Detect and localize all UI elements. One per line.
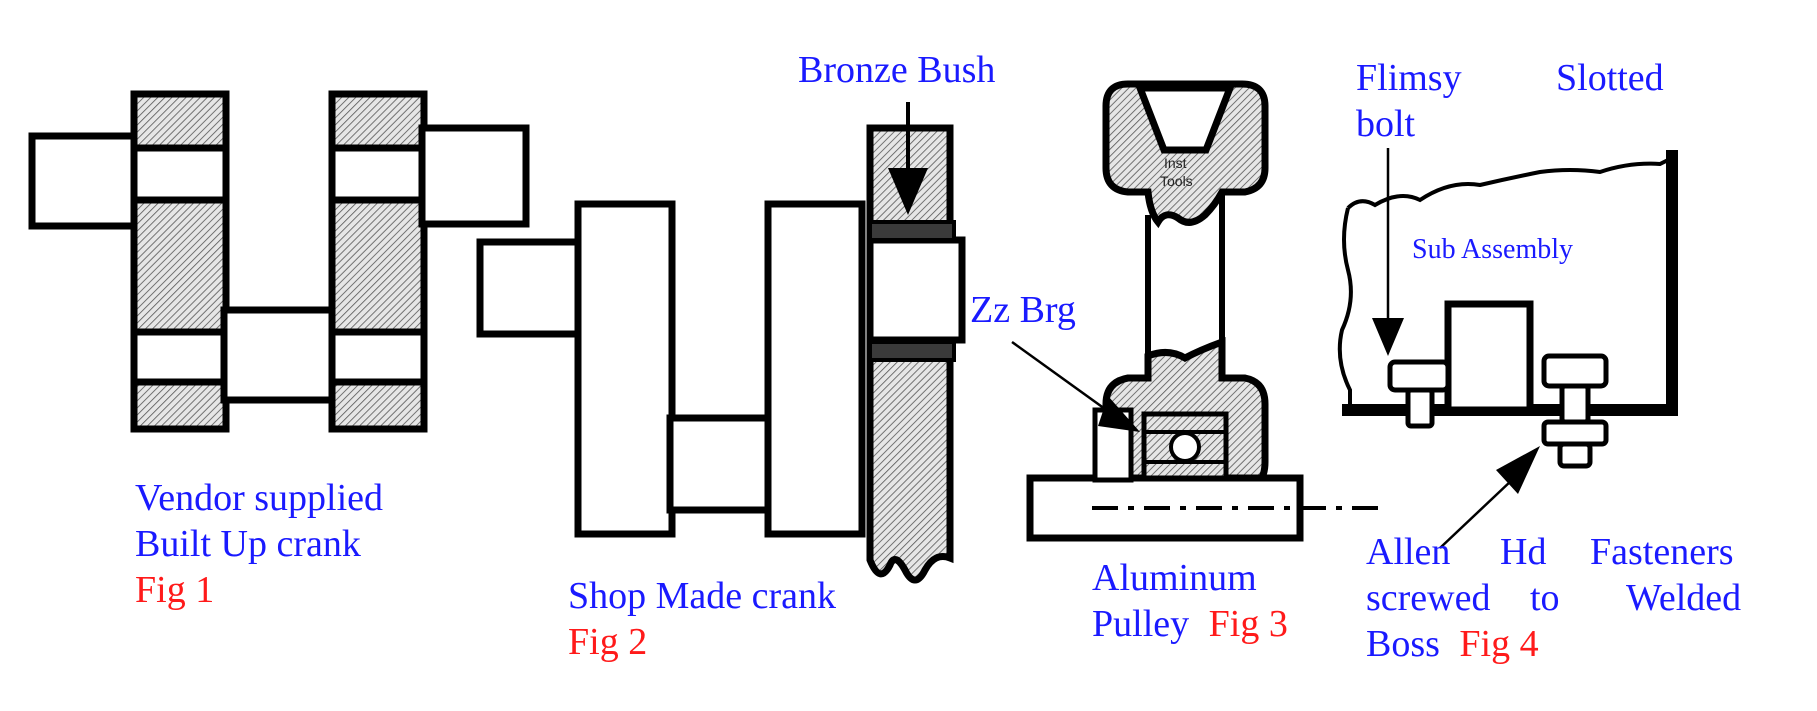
fig4-caption-line1-a: Allen <box>1366 531 1450 573</box>
fig4-fig-label: Fig 4 <box>1459 623 1538 665</box>
fig2-bush-arrowhead <box>888 168 928 215</box>
fig2-caption: Shop Made crank <box>568 575 836 617</box>
fig4-sub-assembly-outline <box>1346 156 1673 210</box>
fig4-allen-fastener-nut <box>1541 419 1609 447</box>
fig2-bronze-bush-top <box>868 220 956 242</box>
fig1-left-web-slot-bottom <box>130 328 230 386</box>
fig3-fig-label: Fig 3 <box>1209 603 1288 645</box>
fig4-caption-boss: Boss <box>1366 623 1440 665</box>
fig2-left-web <box>574 200 676 538</box>
fig1-left-web-slot-top <box>130 144 230 204</box>
fig3-bearing-leader <box>1011 340 1113 416</box>
fig1-right-web-slot-bottom <box>328 328 428 386</box>
fig2-shop-made-crank <box>476 124 966 584</box>
fig4-caption-line2-a: screwed <box>1366 577 1490 619</box>
fig3-caption-pulley: Pulley <box>1092 603 1189 645</box>
fig3-bearing-ball <box>1169 431 1201 463</box>
fig3-pulley <box>1026 80 1304 542</box>
fig2-bronze-bush-bottom <box>868 340 956 362</box>
fig3-v-groove <box>1134 84 1236 154</box>
fig4-sub-assembly <box>1337 150 1678 469</box>
fig1-crank-pin <box>220 306 338 404</box>
fig4-welded-boss <box>1444 300 1534 414</box>
fig1-caption-line2: Built Up crank <box>135 523 361 565</box>
fig3-bearing-label: Zz Brg <box>970 289 1076 331</box>
fig4-caption-line2-b: to <box>1530 577 1560 619</box>
fig1-left-shaft <box>28 132 140 230</box>
fig1-built-up-crank <box>28 90 530 433</box>
fig4-fastener-arrowhead <box>1496 446 1540 494</box>
fig4-slot-label: Slotted <box>1556 57 1664 99</box>
fig4-caption-line1-b: Hd <box>1500 531 1546 573</box>
fig4-caption-line1-c: Fasteners <box>1590 531 1734 573</box>
fig4-flimsy-bolt-shank <box>1405 387 1435 429</box>
fig2-fig-label: Fig 2 <box>568 621 647 663</box>
fig2-right-web <box>764 200 866 538</box>
fig3-bearing-arrowhead <box>1098 396 1140 432</box>
fig2-bush-label: Bronze Bush <box>798 49 995 91</box>
fig4-bolt-label-line1: Flimsy <box>1356 57 1462 99</box>
fig4-caption-line3: Boss Fig 4 <box>1366 623 1539 665</box>
fig3-logo-line1: Inst <box>1164 155 1187 171</box>
fig3-logo-line2: Tools <box>1160 173 1193 189</box>
fig1-right-shaft <box>418 124 530 228</box>
fig3-caption-line2: Pulley Fig 3 <box>1092 603 1288 645</box>
fig4-fastener-arrow-shaft <box>1439 479 1513 549</box>
fig1-caption-line1: Vendor supplied <box>135 477 383 519</box>
fig4-sub-assembly-left-edge <box>1337 207 1353 410</box>
fig1-fig-label: Fig 1 <box>135 569 214 611</box>
fig2-rod-bore <box>866 236 966 344</box>
fig2-left-shaft <box>476 238 584 338</box>
fig4-allen-fastener-head <box>1541 353 1609 389</box>
fig1-right-web-slot-top <box>328 144 428 204</box>
fig4-caption-line2-c: Welded <box>1626 577 1741 619</box>
fig4-allen-fastener-shank <box>1559 383 1591 425</box>
fig3-caption-line1: Aluminum <box>1092 557 1257 599</box>
fig4-flimsy-bolt-head <box>1387 359 1451 393</box>
fig4-bolt-label-line2: bolt <box>1356 103 1416 145</box>
fig2-crank-pin <box>666 414 774 514</box>
fig4-allen-fastener-tip <box>1557 441 1593 469</box>
fig4-bolt-arrowhead <box>1372 318 1404 356</box>
fig4-sub-label: Sub Assembly <box>1412 234 1573 265</box>
